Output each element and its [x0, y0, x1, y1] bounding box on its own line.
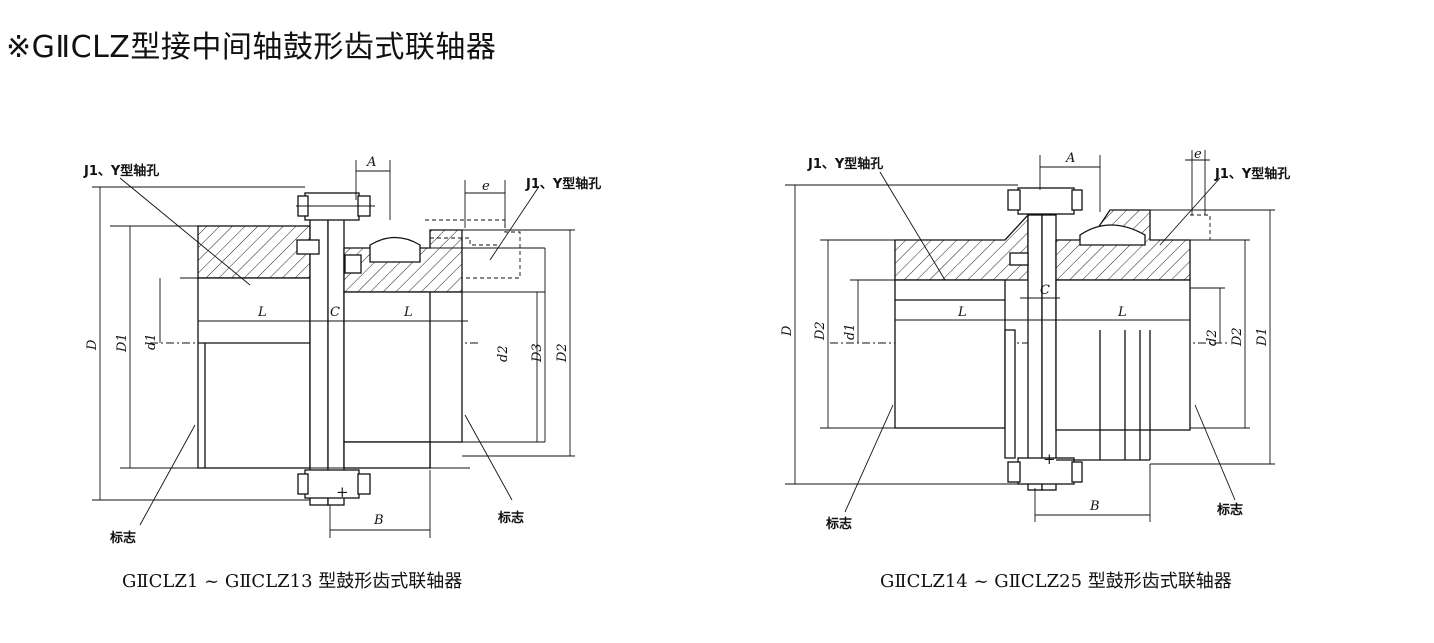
right-dim-L2: L — [1117, 305, 1127, 320]
right-dim-A: A — [1065, 151, 1075, 166]
right-mark-label-2: 标志 — [1216, 502, 1243, 518]
left-mark-label-2: 标志 — [497, 510, 524, 526]
right-dim-D: D — [780, 325, 795, 337]
left-dim-L1: L — [257, 305, 267, 320]
right-caption: GⅡCLZ14 ~ GⅡCLZ25 型鼓形齿式联轴器 — [880, 571, 1232, 592]
left-dim-C: C — [330, 305, 340, 320]
right-mark-label-1: 标志 — [825, 516, 852, 532]
left-hub-body — [197, 277, 311, 469]
left-dimensions — [99, 160, 571, 538]
left-caption: GⅡCLZ1 ~ GⅡCLZ13 型鼓形齿式联轴器 — [122, 571, 463, 592]
left-top-bolt — [304, 192, 360, 221]
right-dim-D1: D1 — [1255, 327, 1270, 347]
right-flange-plate — [1027, 214, 1043, 491]
left-flange-plate — [309, 214, 329, 506]
left-dim-D3: D3 — [530, 343, 545, 363]
left-dim-e: e — [482, 179, 490, 194]
left-dim-B: B — [373, 513, 384, 528]
right-dim-B: B — [1089, 499, 1100, 514]
left-dim-d1: d1 — [144, 333, 159, 350]
left-dim-D: D — [85, 339, 100, 351]
right-shaft-hole-label-1: J1、Y型轴孔 — [807, 156, 883, 172]
left-dimension-labels: J1、Y型轴孔 J1、Y型轴孔 标志 标志 A e L C L B D D1 d… — [83, 155, 601, 546]
right-dim-d1: d1 — [843, 323, 858, 340]
left-dim-D1: D1 — [115, 333, 130, 353]
right-dimension-labels: J1、Y型轴孔 J1、Y型轴孔 标志 标志 A e L C L B D D2 d… — [780, 147, 1290, 532]
right-dim-D2-right: D2 — [1230, 327, 1245, 347]
left-dim-d2: d2 — [496, 345, 511, 362]
right-dim-e: e — [1194, 147, 1202, 162]
left-sleeve-body — [343, 291, 463, 443]
right-left-hub-body — [894, 279, 1006, 429]
left-dim-D2: D2 — [555, 343, 570, 363]
right-dimensions — [794, 150, 1271, 522]
right-shaft-hole-label-2: J1、Y型轴孔 — [1214, 166, 1290, 182]
right-dim-D2-left: D2 — [813, 321, 828, 341]
left-bottom-bolt — [304, 469, 360, 499]
right-left-hub-section — [894, 213, 1029, 281]
right-dim-C: C — [1040, 283, 1050, 298]
right-coupling-drawing: + — [785, 184, 1275, 491]
page-title: ※GⅡCLZ型接中间轴鼓形齿式联轴器 — [6, 30, 497, 65]
svg-text:+: + — [336, 483, 349, 501]
left-dim-L2: L — [403, 305, 413, 320]
left-hub-section — [197, 225, 311, 279]
right-top-bolt — [1017, 187, 1075, 215]
svg-text:+: + — [1043, 450, 1056, 468]
left-shaft-hole-label-1: J1、Y型轴孔 — [83, 163, 159, 179]
left-mark-label-1: 标志 — [109, 530, 136, 546]
left-shaft-hole-label-2: J1、Y型轴孔 — [525, 176, 601, 192]
right-sleeve-body — [1055, 279, 1191, 431]
left-coupling-drawing: + — [92, 186, 575, 506]
right-dim-d2: d2 — [1205, 329, 1220, 346]
left-dim-A: A — [366, 155, 376, 170]
right-dim-L1: L — [957, 305, 967, 320]
